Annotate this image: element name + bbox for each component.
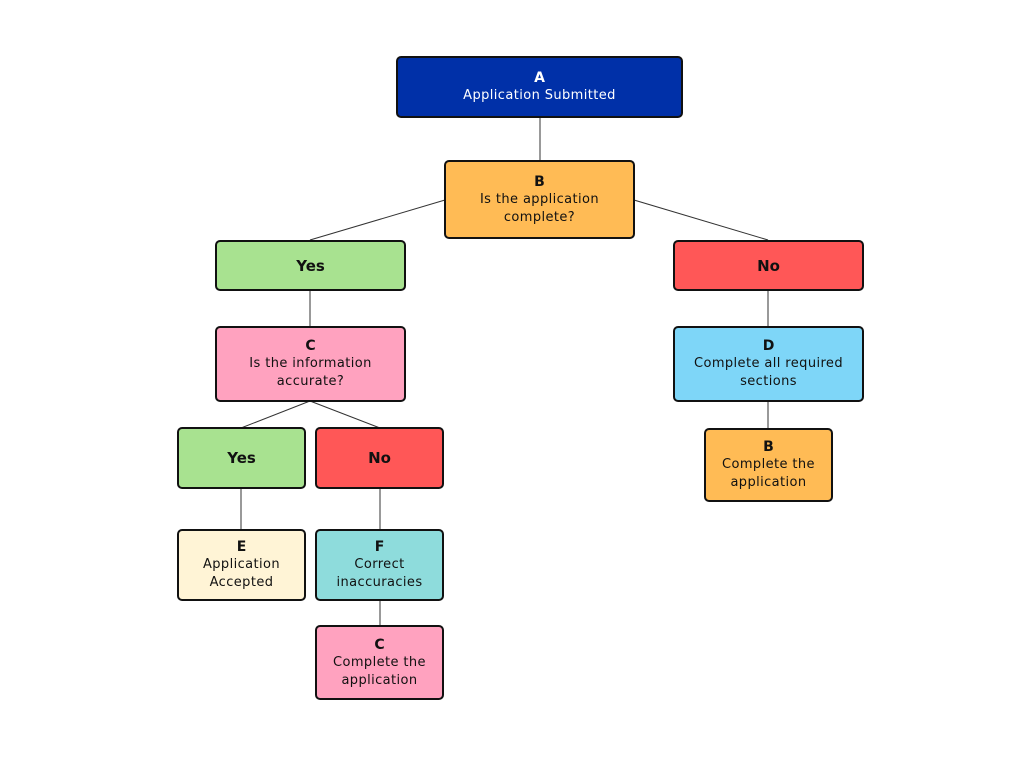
node-d-id: D [762, 338, 775, 354]
node-c-yes-label: Yes [227, 449, 256, 467]
node-b-yes-label: Yes [296, 256, 325, 275]
node-d-step: D Complete all required sections [673, 326, 864, 402]
node-c-question: C Is the information accurate? [215, 326, 406, 402]
node-e-text: Application Accepted [202, 557, 281, 590]
node-c-text: Is the information accurate? [249, 356, 372, 389]
node-a-id: A [534, 70, 545, 86]
node-f-c-id: C [374, 636, 385, 653]
node-d-b-text: Complete the application [722, 457, 815, 490]
node-c-no-label: No [368, 449, 391, 467]
node-b-text: Is the application complete? [479, 191, 600, 225]
node-d-b-id: B [763, 439, 774, 455]
connector-c-yes [240, 400, 311, 429]
node-e-accepted: E Application Accepted [177, 529, 306, 601]
node-f-correct: F Correct inaccuracies [315, 529, 444, 601]
node-f-id: F [374, 539, 385, 555]
node-f-c-text: Complete the application [333, 654, 426, 688]
node-a-text: Application Submitted [463, 88, 616, 103]
node-b-no-label: No [757, 256, 780, 275]
node-c-yes-answer: Yes [177, 427, 306, 489]
node-b-no-answer: No [673, 240, 864, 291]
node-d-text: Complete all required sections [694, 356, 843, 389]
node-f-c-step: C Complete the application [315, 625, 444, 700]
node-c-id: C [305, 338, 316, 354]
node-d-b-step: B Complete the application [704, 428, 833, 502]
node-b-question: B Is the application complete? [444, 160, 635, 239]
connector-b-yes [309, 199, 446, 241]
node-b-yes-answer: Yes [215, 240, 406, 291]
connector-c-no [309, 400, 381, 429]
node-e-id: E [236, 539, 247, 555]
node-a-application-submitted: A Application Submitted [396, 56, 683, 118]
node-c-no-answer: No [315, 427, 444, 489]
node-b-id: B [534, 173, 545, 190]
node-f-text: Correct inaccuracies [336, 557, 423, 590]
connector-b-no [633, 199, 769, 241]
